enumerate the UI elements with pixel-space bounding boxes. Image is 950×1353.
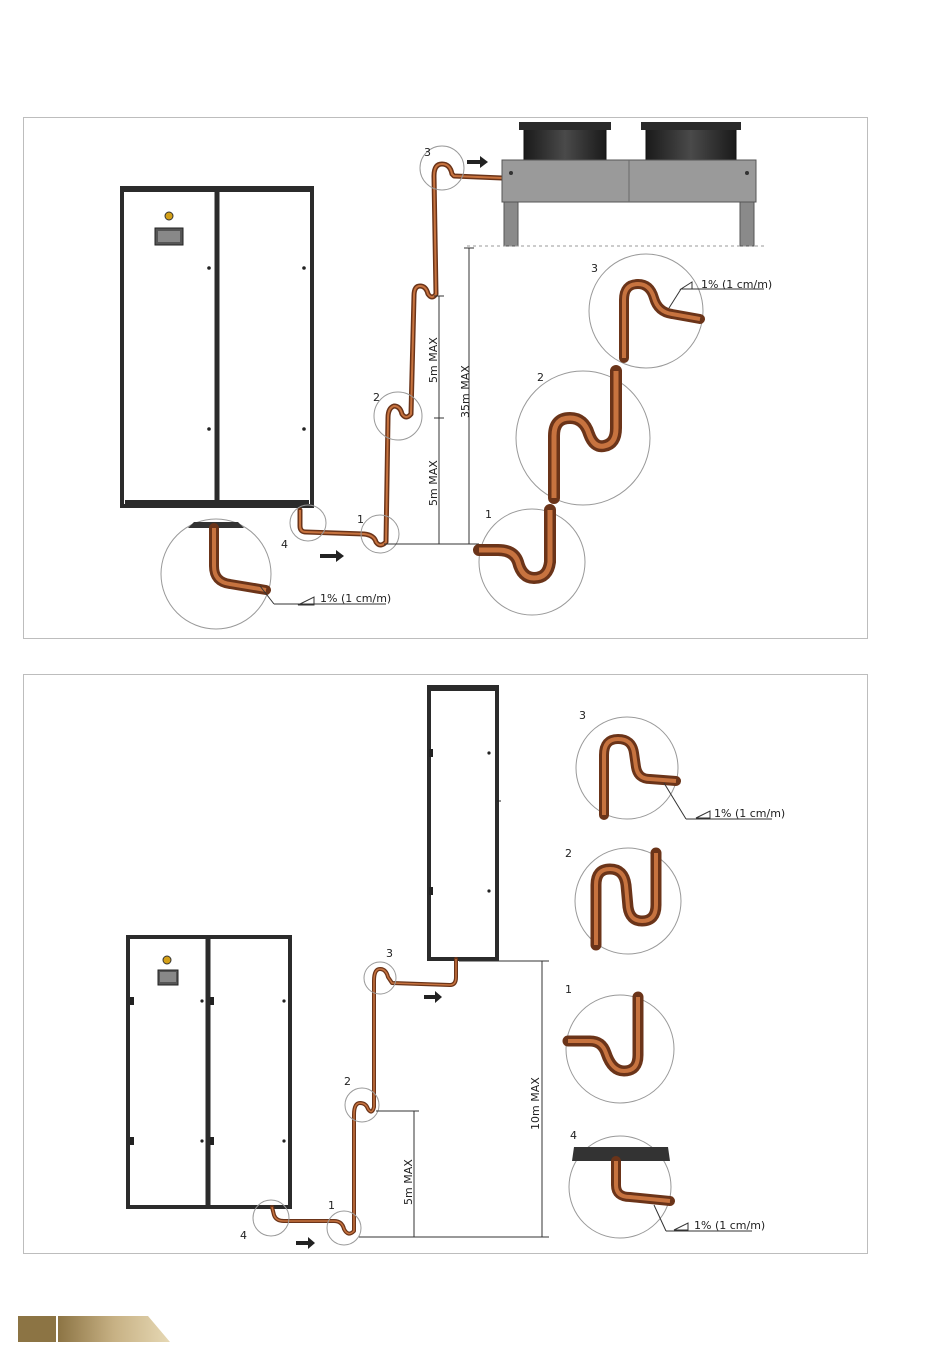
detail-1: 1 <box>565 983 674 1103</box>
detail-1: 1 <box>479 508 585 615</box>
detail-callout-1: 1 <box>565 983 572 996</box>
remote-unit <box>427 685 501 959</box>
refrigerant-pipe <box>300 164 502 545</box>
detail-2: 2 <box>565 847 681 954</box>
footer-brand-bar <box>18 1316 170 1342</box>
diagram-indoor-condenser: 4 1 2 3 5m MAX 10m MAX 3 1% (1 cm/m) 2 <box>24 675 867 1253</box>
detail-4: 4 1% (1 cm/m) <box>569 1129 765 1238</box>
diagram-outdoor-condenser: 4 1 2 3 5m MAX 5m MAX 35m MAX <box>24 118 867 638</box>
detail-callout-2: 2 <box>565 847 572 860</box>
dimension-lines <box>359 961 549 1237</box>
flow-arrow-icon <box>424 991 442 1003</box>
callout-label-4: 4 <box>240 1229 247 1242</box>
dimension-label-total: 35m MAX <box>459 365 472 418</box>
flow-arrow-icon <box>320 550 344 562</box>
indoor-unit <box>120 186 314 506</box>
outdoor-condenser <box>502 122 756 246</box>
slope-label-4: 1% (1 cm/m) <box>694 1219 765 1232</box>
callout-label-2: 2 <box>344 1075 351 1088</box>
dimension-label-lower: 5m MAX <box>402 1159 415 1205</box>
detail-3: 3 1% (1 cm/m) <box>589 254 772 368</box>
detail-callout-3: 3 <box>579 709 586 722</box>
detail-callout-2: 2 <box>537 371 544 384</box>
flow-arrow-icon <box>296 1237 315 1249</box>
dimension-label-lower: 5m MAX <box>427 460 440 506</box>
refrigerant-pipe <box>272 959 456 1234</box>
detail-3: 3 1% (1 cm/m) <box>576 709 785 820</box>
callout-label-2: 2 <box>373 391 380 404</box>
power-switch-icon <box>165 212 173 220</box>
callout-label-3: 3 <box>424 146 431 159</box>
power-switch-icon <box>163 956 171 964</box>
slope-label-3: 1% (1 cm/m) <box>714 807 785 820</box>
callout-label-3: 3 <box>386 947 393 960</box>
diagram-panel-indoor-condenser: 4 1 2 3 5m MAX 10m MAX 3 1% (1 cm/m) 2 <box>23 674 868 1254</box>
callout-circle-3 <box>364 962 396 994</box>
dimension-label-total: 10m MAX <box>529 1077 542 1130</box>
callout-label-1: 1 <box>357 513 364 526</box>
callout-circle-4 <box>290 505 326 541</box>
detail-callout-4: 4 <box>570 1129 577 1142</box>
detail-callout-3: 3 <box>591 262 598 275</box>
detail-callout-1: 1 <box>485 508 492 521</box>
diagram-panel-outdoor-condenser: 4 1 2 3 5m MAX 5m MAX 35m MAX <box>23 117 868 639</box>
callout-label-1: 1 <box>328 1199 335 1212</box>
flow-arrow-icon <box>467 156 488 168</box>
callout-circle-2 <box>374 392 422 440</box>
indoor-unit <box>128 937 290 1207</box>
slope-label-4: 1% (1 cm/m) <box>320 592 391 605</box>
dimension-label-upper: 5m MAX <box>427 337 440 383</box>
detail-2: 2 <box>516 371 650 505</box>
callout-label-4: 4 <box>281 538 288 551</box>
slope-label-3: 1% (1 cm/m) <box>701 278 772 291</box>
